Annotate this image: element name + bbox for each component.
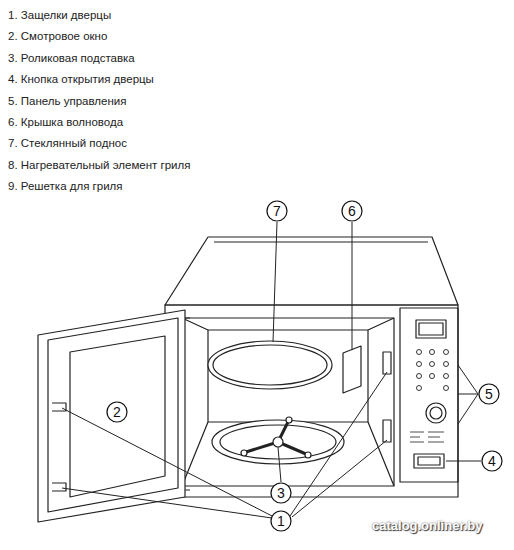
body-top <box>165 237 458 305</box>
door-button-inner <box>418 457 440 465</box>
part-name: 2. Смотровое окно <box>8 29 107 43</box>
callout-ring <box>107 402 127 422</box>
cavity-back-wall <box>208 330 368 422</box>
button <box>444 362 449 367</box>
callout-number: 6 <box>341 200 363 222</box>
door-button <box>414 454 444 468</box>
watermark: catalog.onliner.by <box>372 519 483 533</box>
leader-lines <box>62 222 481 518</box>
door-inner <box>48 318 178 512</box>
leader-line <box>62 372 387 518</box>
roller-arms <box>246 422 306 454</box>
roller-wheel <box>241 450 247 456</box>
control-panel <box>400 308 458 482</box>
part-name: 3. Роликовая подставка <box>8 51 135 65</box>
callout-ring <box>482 451 502 471</box>
roller-hub <box>273 437 283 447</box>
waveguide-cover <box>343 346 361 393</box>
button <box>444 374 449 379</box>
callout-circle: 2 <box>106 401 128 423</box>
button <box>417 374 422 379</box>
roller-wheel <box>286 417 292 423</box>
dial <box>426 403 446 423</box>
door-hinge <box>185 318 190 490</box>
door <box>38 310 185 522</box>
latch-hole <box>383 352 391 374</box>
button <box>444 350 449 355</box>
callout-number: 3 <box>270 482 292 504</box>
callout-circle: 6 <box>341 200 363 222</box>
part-name: 8. Нагревательный элемент гриля <box>8 158 190 172</box>
callout-ring <box>479 384 499 404</box>
glass-tray-rim <box>213 345 327 385</box>
buttons <box>417 350 449 391</box>
callout-number: 4 <box>481 450 503 472</box>
callout-circle: 4 <box>481 450 503 472</box>
cavity-opening <box>182 318 394 486</box>
roller-ring-inner <box>220 425 336 459</box>
leader-line <box>273 222 277 342</box>
callout-circle: 3 <box>270 482 292 504</box>
leader-line <box>352 222 353 350</box>
display <box>416 320 446 338</box>
button <box>417 362 422 367</box>
latch-hole <box>383 420 391 442</box>
leader-line <box>278 447 281 482</box>
callout-number: 1 <box>270 510 292 532</box>
roller-ring <box>212 420 344 464</box>
roller-wheel <box>305 452 311 458</box>
part-name: 1. Защелки дверцы <box>8 8 111 22</box>
dial-inner <box>430 407 442 419</box>
callout-number: 7 <box>266 200 288 222</box>
leader-line <box>458 365 478 424</box>
body-top-edge <box>214 241 428 242</box>
callout-number: 5 <box>478 383 500 405</box>
glass-tray <box>208 341 332 389</box>
button <box>417 350 422 355</box>
callout-number: 2 <box>106 401 128 423</box>
part-name: 9. Решетка для гриля <box>8 179 123 193</box>
callout-ring <box>271 511 291 531</box>
button <box>430 374 435 379</box>
cavity-edges <box>182 318 394 486</box>
panel-marks <box>410 432 444 442</box>
door-latch <box>52 403 66 491</box>
button <box>430 350 435 355</box>
leader-line <box>446 461 481 462</box>
callout-circle: 7 <box>266 200 288 222</box>
button <box>417 386 422 391</box>
part-name: 5. Панель управления <box>8 94 126 108</box>
door-window <box>70 336 165 497</box>
callout-ring <box>342 201 362 221</box>
callout-ring <box>267 201 287 221</box>
part-name: 7. Стеклянный поднос <box>8 136 127 150</box>
callout-circle: 1 <box>270 510 292 532</box>
button <box>444 386 449 391</box>
display-inner <box>419 323 443 335</box>
callout-ring <box>271 483 291 503</box>
callout-circle: 5 <box>478 383 500 405</box>
front-frame <box>165 305 458 497</box>
part-name: 4. Кнопка открытия дверцы <box>8 72 154 86</box>
button <box>430 362 435 367</box>
part-name: 6. Крышка волновода <box>8 115 123 129</box>
